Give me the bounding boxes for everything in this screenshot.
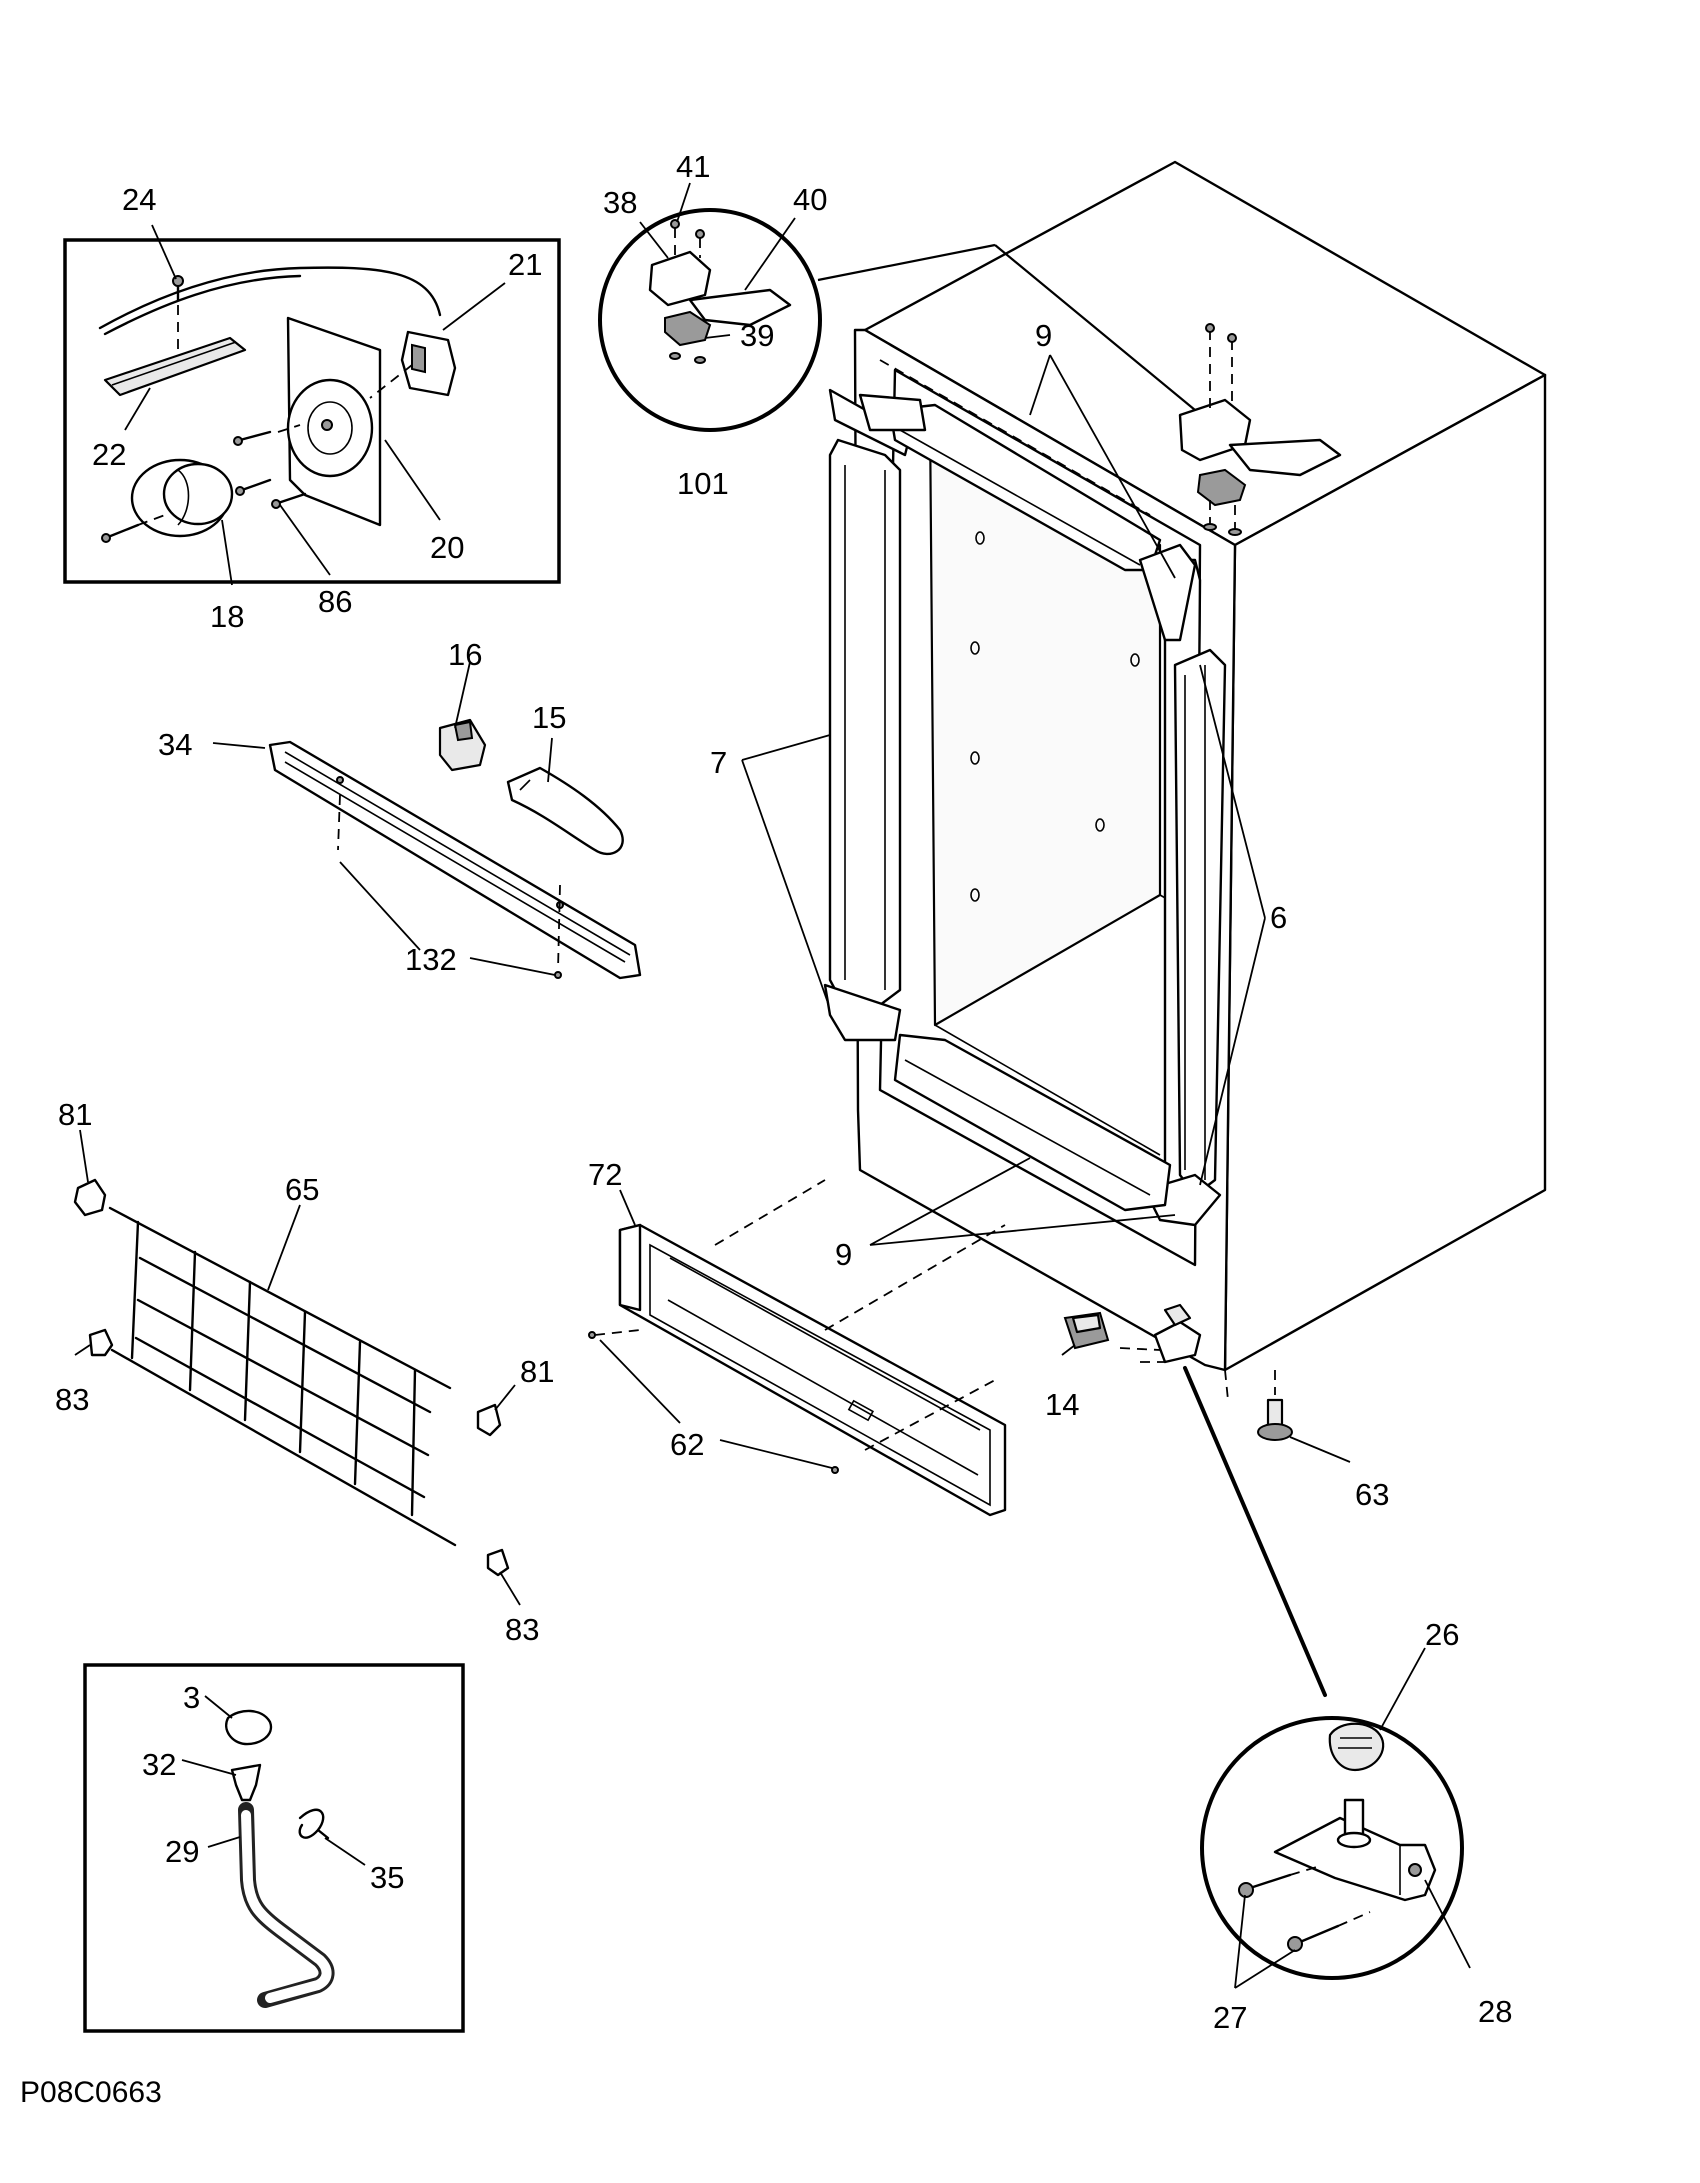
- callout-21: 21: [508, 247, 542, 282]
- hinge-detail-bottom: [1200, 1716, 1464, 1980]
- callout-34: 34: [158, 727, 192, 762]
- callout-63: 63: [1355, 1477, 1389, 1512]
- light-shield: [268, 740, 642, 980]
- drain-inset: [83, 1663, 465, 2033]
- callout-26: 26: [1425, 1617, 1459, 1652]
- callout-132: 132: [405, 942, 457, 977]
- callout-3: 3: [183, 1680, 200, 1715]
- callout-65: 65: [285, 1172, 319, 1207]
- callout-29: 29: [165, 1834, 199, 1869]
- callout-72: 72: [588, 1157, 622, 1192]
- leader-lines: [74, 182, 1471, 1989]
- door-gasket-bottom: [893, 1033, 1172, 1212]
- callout-32: 32: [142, 1747, 176, 1782]
- door-switch: [1063, 1311, 1110, 1350]
- diagram-code: P08C0663: [20, 2076, 162, 2109]
- lamp: [438, 718, 624, 856]
- toe-grille: [73, 1178, 510, 1577]
- callout-18: 18: [210, 599, 244, 634]
- door-gasket-right: [1138, 543, 1227, 1227]
- leveling-leg: [1257, 1370, 1293, 1441]
- callout-83-right: 83: [505, 1612, 539, 1647]
- callout-22: 22: [92, 437, 126, 472]
- callout-81-left: 81: [58, 1097, 92, 1132]
- callout-40: 40: [793, 182, 827, 217]
- cabinet: [853, 160, 1547, 1401]
- callout-101: 101: [677, 466, 729, 501]
- callout-16: 16: [448, 637, 482, 672]
- callout-81-right: 81: [520, 1354, 554, 1389]
- callout-20: 20: [430, 530, 464, 565]
- bottom-hinge: [1119, 1303, 1202, 1364]
- fan-motor-inset: [63, 238, 561, 584]
- callout-39: 39: [740, 318, 774, 353]
- callout-9-top: 9: [1035, 318, 1052, 353]
- callout-labels: 24 21 22 20 18 86 41 38 40 39 101 9 7 6 …: [20, 149, 1512, 2109]
- callout-62: 62: [670, 1427, 704, 1462]
- callout-28: 28: [1478, 1994, 1512, 2029]
- callout-15: 15: [532, 700, 566, 735]
- door-gasket-top: [858, 393, 1162, 572]
- top-hinge: [1178, 323, 1342, 536]
- door-gasket-left: [823, 388, 912, 1042]
- callout-83-left: 83: [55, 1382, 89, 1417]
- callout-14: 14: [1045, 1387, 1079, 1422]
- callout-35: 35: [370, 1860, 404, 1895]
- callout-41: 41: [676, 149, 710, 184]
- callout-86: 86: [318, 584, 352, 619]
- callout-9-bottom: 9: [835, 1237, 852, 1272]
- callout-7: 7: [710, 745, 727, 780]
- hinge-detail-101: [598, 208, 822, 432]
- callout-6: 6: [1270, 900, 1287, 935]
- callout-24: 24: [122, 182, 156, 217]
- callout-27: 27: [1213, 2000, 1247, 2035]
- toe-panel: [588, 1179, 1007, 1517]
- callout-38: 38: [603, 185, 637, 220]
